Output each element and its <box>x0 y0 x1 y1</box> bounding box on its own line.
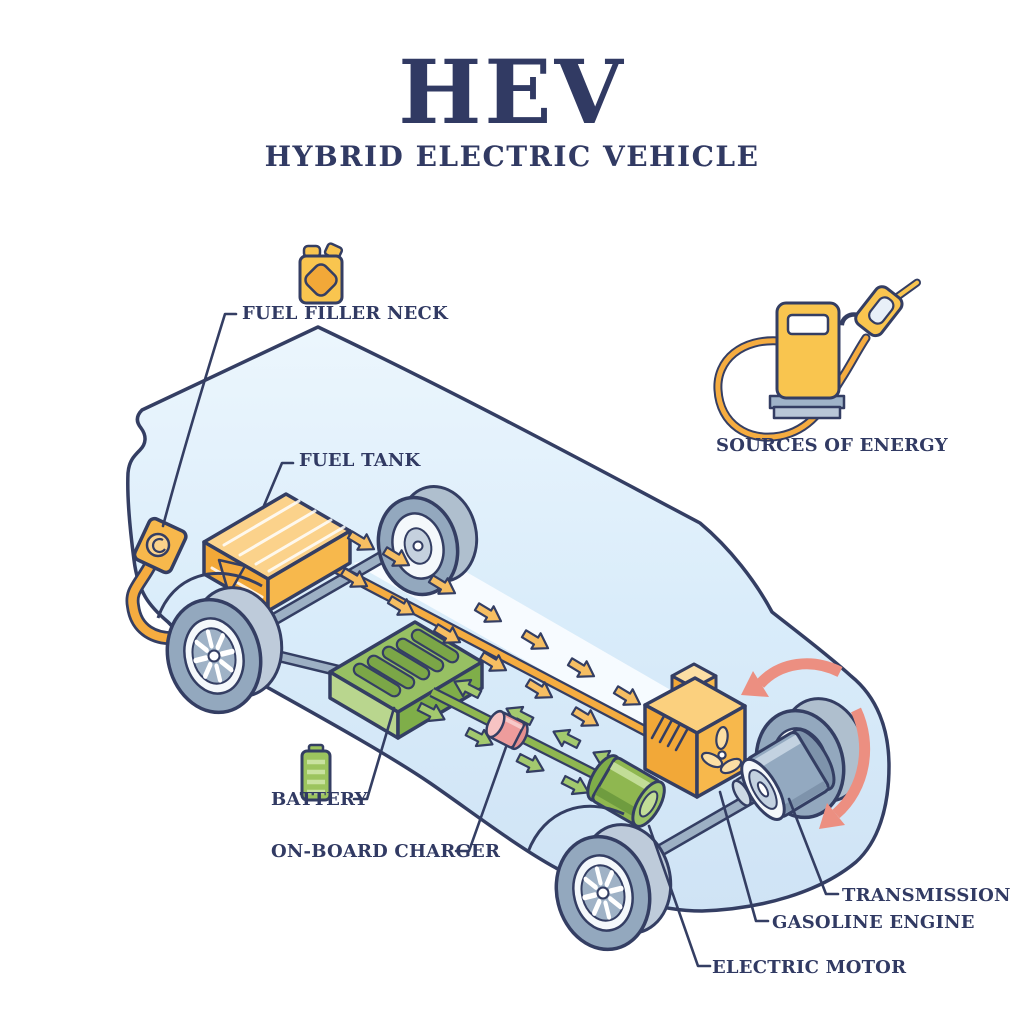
battery-icon <box>300 743 332 802</box>
engine-fan-icon <box>700 725 743 775</box>
label-sources-of-energy: SOURCES OF ENERGY <box>716 435 948 456</box>
page-subtitle: HYBRID ELECTRIC VEHICLE <box>264 140 760 173</box>
label-on-board-charger: ON-BOARD CHARGER <box>271 841 501 862</box>
wheel-front-near <box>554 823 673 952</box>
jerry-can-icon <box>298 242 344 305</box>
fuel-pump-icon <box>713 278 922 442</box>
transmission <box>740 728 836 821</box>
label-fuel-tank: FUEL TANK <box>299 450 421 471</box>
page-title: HEV <box>398 40 626 144</box>
label-gasoline-engine: GASOLINE ENGINE <box>772 912 975 933</box>
gasoline-engine <box>643 662 747 799</box>
label-electric-motor: ELECTRIC MOTOR <box>712 957 907 978</box>
wheel-rear-far <box>376 485 479 597</box>
wheel-rear-near <box>165 586 284 715</box>
label-fuel-filler-neck: FUEL FILLER NECK <box>242 303 448 324</box>
rear-wheel-arch <box>156 571 263 619</box>
rotation-arrows <box>741 658 871 829</box>
pointer-lines <box>161 312 840 968</box>
on-board-charger <box>485 709 529 751</box>
label-battery: BATTERY <box>271 789 368 810</box>
front-wheel-arch <box>526 804 625 853</box>
label-transmission: TRANSMISSION <box>842 885 1011 906</box>
